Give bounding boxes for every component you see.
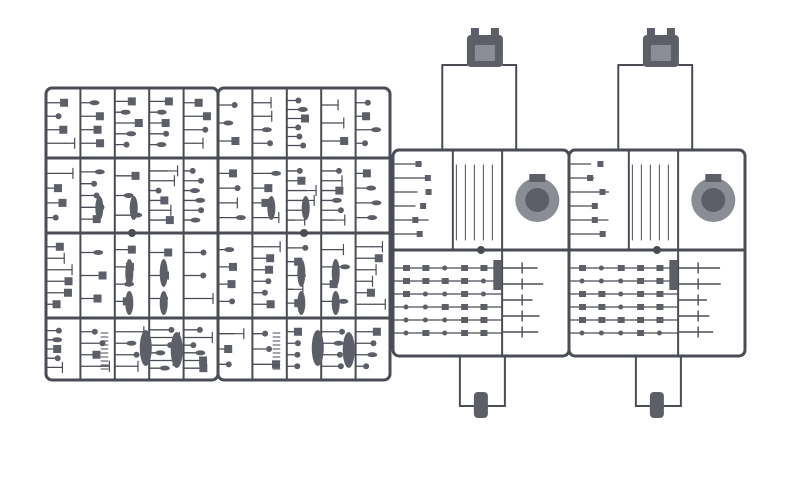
sprue-frame-a — [44, 86, 220, 382]
sprue-frame-d — [567, 28, 747, 418]
sprue-frame-b — [216, 86, 392, 382]
sprue-frame-c — [391, 28, 571, 418]
